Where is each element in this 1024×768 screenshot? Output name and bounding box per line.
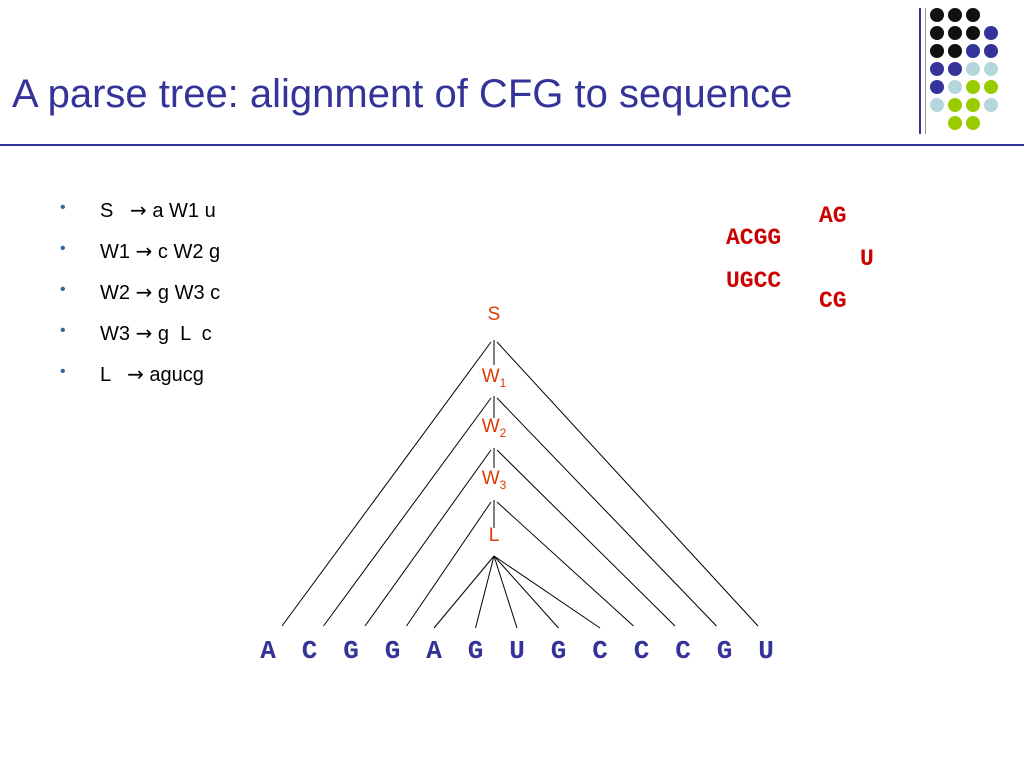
rule-rhs: g L c bbox=[152, 323, 212, 345]
rule-lhs: L bbox=[100, 364, 128, 386]
decoration-dot bbox=[948, 62, 962, 76]
grammar-rule: • W3 → g L c bbox=[60, 321, 220, 362]
decoration-dot bbox=[984, 26, 998, 40]
tree-leaf: A bbox=[426, 636, 442, 666]
tree-edge-left bbox=[406, 501, 492, 627]
tree-leaf: G bbox=[717, 636, 733, 666]
grammar-rule: • L → agucg bbox=[60, 362, 220, 403]
title-underline bbox=[0, 144, 1024, 146]
tree-edge-left bbox=[323, 397, 492, 627]
rule-lhs: W2 bbox=[100, 282, 136, 304]
tree-leaf: C bbox=[592, 636, 608, 666]
hairpin-stem-top: ACGG bbox=[726, 225, 782, 251]
tree-leaf: U bbox=[758, 636, 774, 666]
decoration-dot bbox=[930, 26, 944, 40]
tree-edge-left bbox=[364, 449, 492, 627]
tree-edge-right bbox=[496, 397, 717, 627]
tree-edge-right bbox=[496, 449, 676, 627]
decoration-dot bbox=[948, 80, 962, 94]
decoration-dot bbox=[948, 8, 962, 22]
tree-node-w1: W1 bbox=[482, 366, 507, 390]
dot-grid bbox=[930, 8, 1024, 138]
decoration-dot bbox=[930, 62, 944, 76]
tree-node-w2: W2 bbox=[482, 416, 507, 440]
bullet-icon: • bbox=[60, 281, 66, 298]
decoration-dot bbox=[948, 98, 962, 112]
rule-arrow-icon: → bbox=[135, 280, 153, 304]
decoration-dot bbox=[966, 62, 980, 76]
hairpin-loop-bottom: CG bbox=[819, 288, 847, 314]
rule-arrow-icon: → bbox=[135, 239, 153, 263]
decoration-dot bbox=[984, 62, 998, 76]
rule-rhs: c W2 g bbox=[152, 241, 221, 263]
decoration-dot bbox=[966, 116, 980, 130]
decoration-dot bbox=[984, 44, 998, 58]
decoration-dot bbox=[966, 80, 980, 94]
tree-edge-loop bbox=[475, 555, 495, 629]
bullet-icon: • bbox=[60, 199, 66, 216]
decoration-dot bbox=[930, 44, 944, 58]
grammar-rule: • W1 → c W2 g bbox=[60, 239, 220, 280]
tree-leaf: G bbox=[385, 636, 401, 666]
rule-rhs: agucg bbox=[143, 364, 204, 386]
tree-edge-left bbox=[281, 341, 492, 627]
bullet-icon: • bbox=[60, 363, 66, 380]
hairpin-loop-middle: U bbox=[860, 246, 874, 272]
rule-rhs: g W3 c bbox=[152, 282, 221, 304]
tree-edge-right bbox=[496, 341, 759, 627]
tree-edge-loop bbox=[433, 555, 495, 629]
grammar-rule: • S → a W1 u bbox=[60, 198, 220, 239]
rule-lhs: W1 bbox=[100, 241, 136, 263]
tree-edge-loop bbox=[493, 555, 518, 629]
decoration-dot bbox=[948, 116, 962, 130]
tree-edge-right bbox=[496, 501, 634, 627]
tree-node-w3: W3 bbox=[482, 468, 507, 492]
decoration-dot bbox=[984, 80, 998, 94]
decoration-dot bbox=[966, 44, 980, 58]
rule-rhs: a W1 u bbox=[146, 200, 216, 222]
rule-lhs: W3 bbox=[100, 323, 136, 345]
tree-node-l: L bbox=[489, 525, 500, 546]
decoration-dot bbox=[984, 98, 998, 112]
tree-leaf: A bbox=[260, 636, 276, 666]
tree-edge-loop bbox=[493, 555, 601, 629]
decoration-dot bbox=[930, 80, 944, 94]
decoration-dot bbox=[948, 44, 962, 58]
decoration-dot bbox=[966, 98, 980, 112]
tree-leaf: G bbox=[343, 636, 359, 666]
tree-leaf: C bbox=[634, 636, 650, 666]
hairpin-loop-top: AG bbox=[819, 203, 847, 229]
grammar-rule: • W2 → g W3 c bbox=[60, 280, 220, 321]
tree-edge-loop bbox=[493, 555, 559, 629]
rule-lhs: S bbox=[100, 200, 131, 222]
decoration-dot bbox=[966, 8, 980, 22]
decoration-rule-left bbox=[919, 8, 921, 134]
grammar-rule-list: • S → a W1 u • W1 → c W2 g • W2 → g W3 c • W3 →… bbox=[60, 198, 220, 403]
rule-arrow-icon: → bbox=[127, 362, 144, 386]
tree-leaf: C bbox=[302, 636, 318, 666]
decoration-rule-right bbox=[925, 8, 926, 134]
tree-leaf: U bbox=[509, 636, 525, 666]
tree-leaf: C bbox=[675, 636, 691, 666]
hairpin-stem-bottom: UGCC bbox=[726, 268, 782, 294]
tree-leaf: G bbox=[551, 636, 567, 666]
tree-leaf: G bbox=[468, 636, 484, 666]
bullet-icon: • bbox=[60, 240, 66, 257]
rule-arrow-icon: → bbox=[130, 198, 147, 222]
rule-arrow-icon: → bbox=[135, 321, 153, 345]
decoration-dot bbox=[930, 98, 944, 112]
tree-node-s: S bbox=[488, 304, 501, 325]
decoration-dot bbox=[966, 26, 980, 40]
bullet-icon: • bbox=[60, 322, 66, 339]
decoration-dot bbox=[948, 26, 962, 40]
slide-title: A parse tree: alignment of CFG to sequen… bbox=[12, 72, 793, 116]
decoration-dot bbox=[930, 8, 944, 22]
